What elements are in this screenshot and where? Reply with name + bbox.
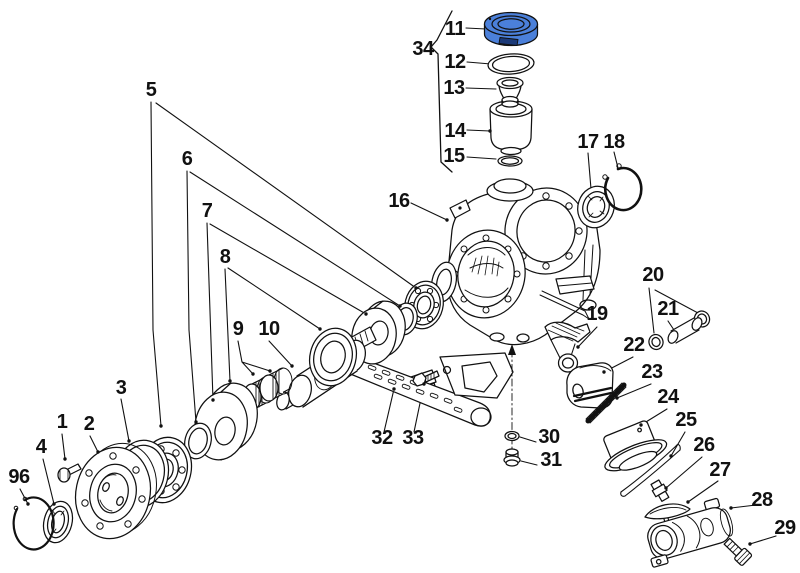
part-snap-ring	[12, 496, 55, 551]
callout-10: 10	[258, 318, 280, 340]
callout-30: 30	[538, 426, 560, 448]
callout-16: 16	[388, 190, 410, 212]
callout-24: 24	[657, 386, 680, 408]
part-piston-ring	[585, 382, 627, 424]
callout-34: 34	[412, 38, 435, 60]
part-circlip	[602, 163, 643, 212]
part-piston	[566, 362, 614, 409]
callout-15: 15	[443, 145, 465, 167]
part-backup-ring	[620, 444, 681, 497]
callout-7: 7	[202, 200, 213, 222]
part-o-ring-small	[497, 155, 523, 167]
callout-6: 6	[182, 148, 193, 170]
callout-1: 1	[57, 411, 68, 433]
group-bracket	[430, 10, 453, 173]
callout-17: 17	[577, 131, 599, 153]
callout-18: 18	[603, 131, 625, 153]
callout-26: 26	[693, 434, 715, 456]
part-filler-valve	[496, 76, 524, 108]
callout-21: 21	[657, 298, 679, 320]
callout-20: 20	[642, 264, 664, 286]
callout-27: 27	[709, 459, 731, 481]
callout-22: 22	[623, 334, 645, 356]
drain-centerline-arrow	[508, 344, 516, 355]
part-o-ring-large	[487, 53, 535, 75]
callout-32: 32	[371, 427, 393, 449]
callout-14: 14	[444, 120, 467, 142]
part-piston-guide	[603, 420, 668, 472]
part-shim-left	[184, 422, 212, 460]
part-bearing-cover-flange	[74, 442, 157, 540]
leader-dots	[26, 129, 752, 546]
callout-3: 3	[116, 377, 127, 399]
callout-31: 31	[540, 449, 562, 471]
callout-2: 2	[84, 413, 95, 435]
part-reservoir-cup	[489, 100, 533, 156]
part-washer	[504, 430, 520, 442]
callout-9: 9	[233, 318, 244, 340]
callout-28: 28	[751, 489, 773, 511]
part-pump-body	[407, 178, 601, 400]
part-oil-seal	[42, 500, 74, 544]
part-connecting-rod	[544, 321, 591, 373]
callout-8: 8	[220, 246, 231, 268]
callout-33: 33	[402, 427, 424, 449]
callout-96: 96	[8, 466, 30, 488]
callout-25: 25	[675, 409, 697, 431]
part-mounting-rail	[341, 352, 514, 427]
callout-23: 23	[641, 361, 663, 383]
callout-5: 5	[146, 79, 157, 101]
part-piston-pin	[667, 317, 703, 344]
part-rail-bolt	[412, 370, 440, 387]
callout-29: 29	[774, 517, 796, 539]
part-drain-plug	[503, 448, 521, 467]
part-manifold-bolt	[723, 537, 753, 566]
callout-19: 19	[586, 303, 608, 325]
callout-12: 12	[444, 51, 466, 73]
callout-11: 11	[445, 18, 466, 40]
part-oil-cap	[483, 11, 539, 47]
part-fitting-bolt	[650, 479, 670, 502]
callout-4: 4	[36, 436, 48, 458]
part-flange-bolt	[57, 463, 82, 483]
callout-13: 13	[443, 77, 465, 99]
part-manifold	[647, 497, 734, 568]
leader-lines	[19, 27, 777, 545]
part-bell-ring	[308, 327, 358, 387]
